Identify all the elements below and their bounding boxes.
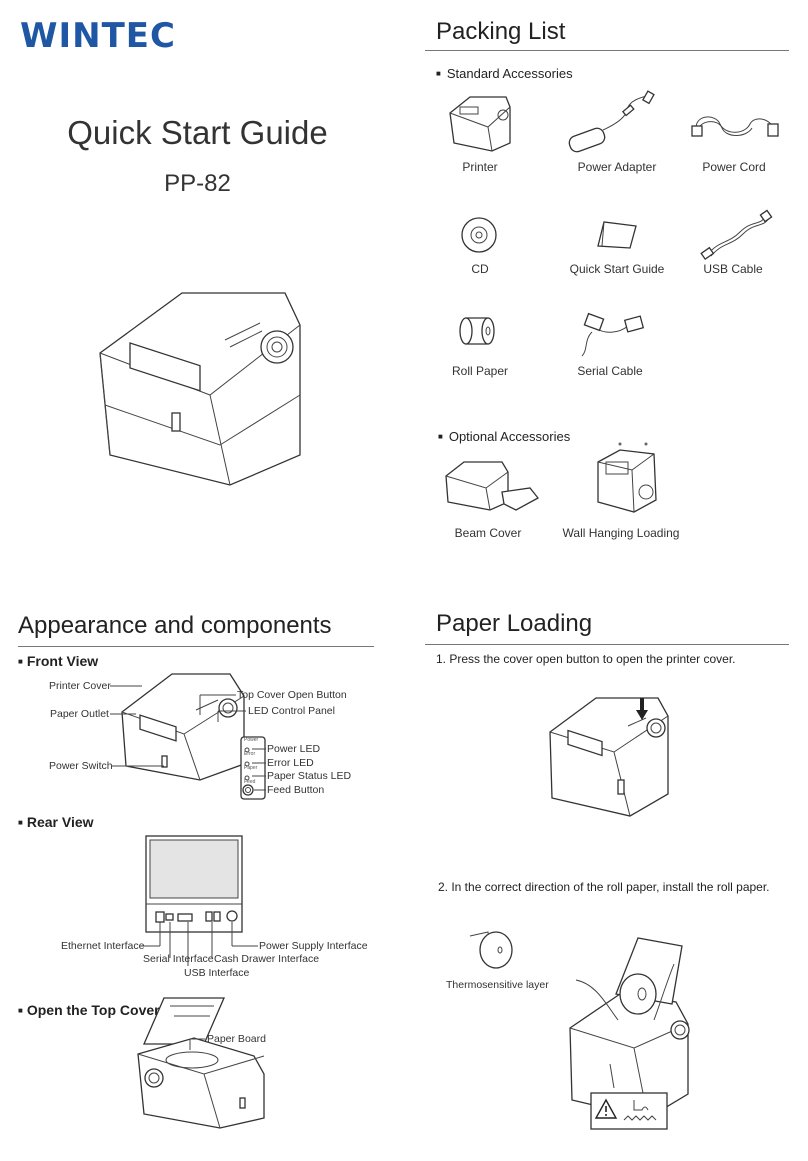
- thermo-roll-icon: [469, 931, 513, 969]
- label-power-supply-interface: Power Supply Interface: [259, 940, 368, 952]
- label-feed-button: Feed Button: [267, 784, 325, 796]
- step-2-text: 2. In the correct direction of the roll …: [438, 880, 770, 894]
- optional-accessories-title: Optional Accessories: [438, 429, 570, 444]
- rear-view-title: Rear View: [18, 814, 94, 830]
- divider: [425, 644, 789, 645]
- item-beam-cover-label: Beam Cover: [454, 526, 522, 540]
- guide-title: Quick Start Guide: [67, 114, 328, 151]
- item-guide-label: Quick Start Guide: [569, 262, 665, 276]
- warning-label: [590, 1092, 668, 1130]
- item-wall-hanging-label: Wall Hanging Loading: [562, 526, 680, 540]
- standard-accessories-title: Standard Accessories: [436, 66, 573, 81]
- item-printer-label: Printer: [462, 160, 498, 174]
- label-paper-status-led: Paper Status LED: [267, 770, 352, 782]
- divider: [425, 50, 789, 51]
- item-roll-paper-label: Roll Paper: [451, 364, 509, 378]
- open-top-cover-title: Open the Top Cover: [18, 1002, 160, 1018]
- label-usb-interface: USB Interface: [184, 967, 250, 979]
- cd-icon: [461, 217, 497, 253]
- item-power-cord-label: Power Cord: [702, 160, 766, 174]
- label-paper-outlet: Paper Outlet: [50, 708, 109, 720]
- panel-mark-feed: Feed: [244, 779, 256, 785]
- label-error-led: Error LED: [267, 757, 314, 769]
- label-led-control-panel: LED Control Panel: [248, 705, 335, 717]
- printer-icon: [449, 96, 511, 152]
- paper-loading-title: Paper Loading: [436, 610, 593, 637]
- label-power-led: Power LED: [267, 743, 321, 755]
- model-number: PP-82: [164, 170, 231, 197]
- step-1-printer-illustration: [549, 697, 669, 817]
- item-serial-cable-label: Serial Cable: [577, 364, 643, 378]
- item-usb-cable-label: USB Cable: [703, 262, 763, 276]
- guide-booklet-icon: [597, 221, 637, 249]
- panel-mark-error: Error: [244, 751, 256, 757]
- label-printer-cover: Printer Cover: [49, 680, 111, 692]
- power-cord-icon: [691, 116, 779, 137]
- serial-cable-icon: [581, 312, 645, 357]
- label-serial-interface: Serial Interface: [143, 953, 214, 965]
- printer-hero-illustration: [99, 292, 301, 486]
- panel-mark-paper: Paper: [244, 765, 258, 771]
- led-panel-closeup: [240, 736, 266, 800]
- panel-mark-power: Power: [244, 737, 259, 743]
- beam-cover-icon: [445, 461, 539, 511]
- label-thermosensitive-layer: Thermosensitive layer: [446, 979, 549, 991]
- label-power-switch: Power Switch: [49, 760, 113, 772]
- open-cover-printer: [137, 997, 265, 1129]
- label-paper-board: Paper Board: [207, 1033, 266, 1045]
- packing-list-title: Packing List: [436, 18, 566, 45]
- wintec-logo: WINTEC: [20, 16, 176, 56]
- label-cash-drawer-interface: Cash Drawer Interface: [214, 953, 320, 965]
- roll-paper-icon: [459, 317, 495, 345]
- step-1-text: 1. Press the cover open button to open t…: [436, 652, 736, 666]
- divider: [18, 646, 374, 647]
- item-power-adapter-label: Power Adapter: [577, 160, 657, 174]
- front-view-printer: [121, 673, 245, 781]
- step-2-printer-illustration: [569, 937, 690, 1119]
- label-ethernet-interface: Ethernet Interface: [61, 940, 145, 952]
- label-top-cover-open-button: Top Cover Open Button: [237, 689, 347, 701]
- rear-view-printer: [145, 835, 243, 933]
- front-view-title: Front View: [18, 653, 98, 669]
- power-adapter-icon: [568, 90, 655, 153]
- wall-hanging-icon: [597, 442, 657, 513]
- usb-cable-icon: [700, 209, 773, 261]
- item-cd-label: CD: [471, 262, 489, 276]
- appearance-title: Appearance and components: [18, 612, 332, 639]
